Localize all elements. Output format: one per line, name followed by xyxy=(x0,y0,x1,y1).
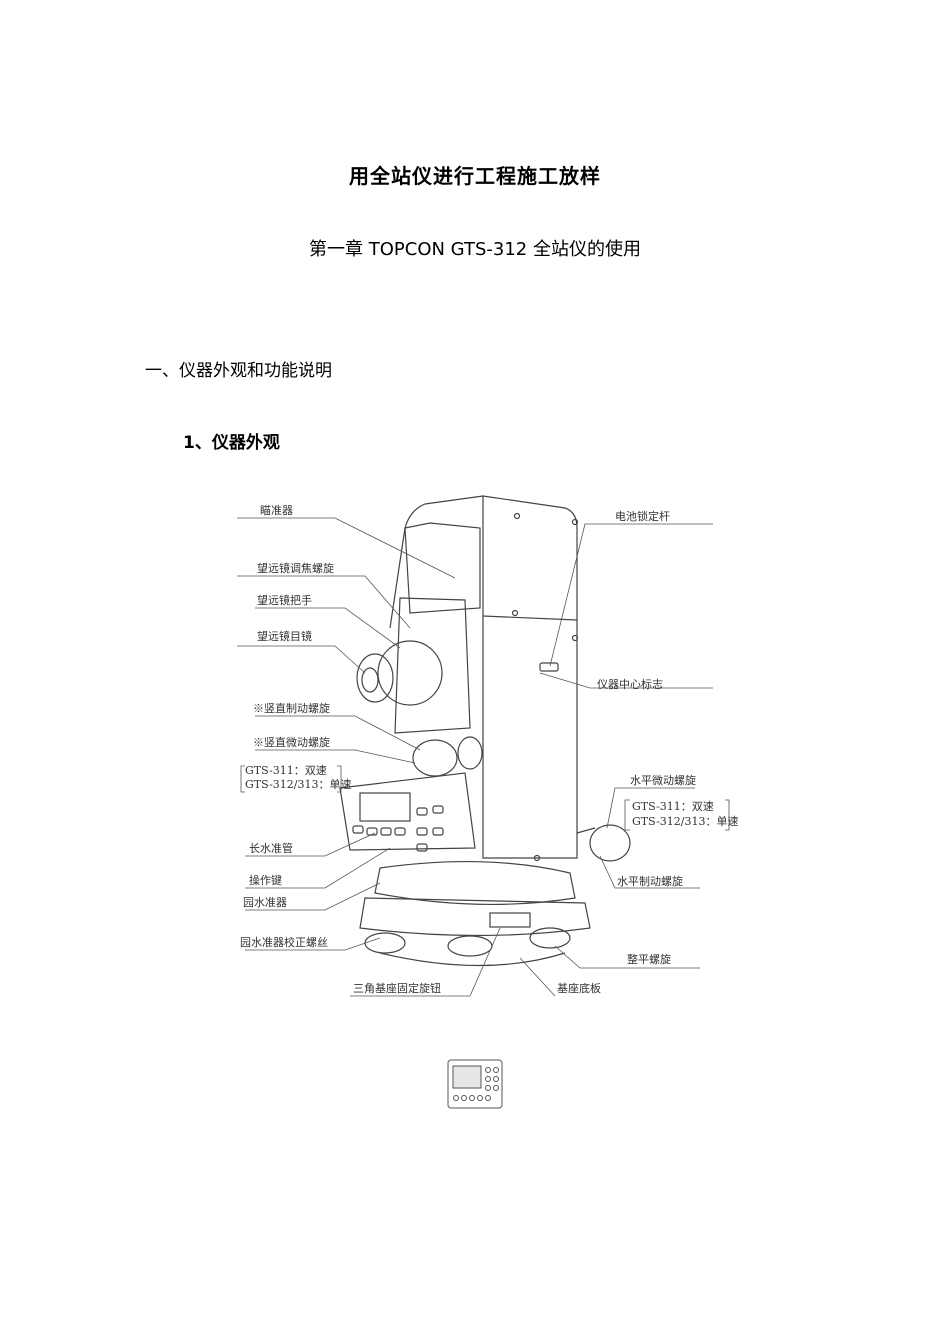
label-keys: 操作键 xyxy=(249,873,282,887)
body-right-standard xyxy=(482,495,578,859)
section-heading: 一、仪器外观和功能说明 xyxy=(145,361,332,381)
panel-keys xyxy=(352,805,444,852)
telescope-body xyxy=(394,597,471,734)
label-gts311-vertical: GTS-311：双速 xyxy=(245,764,327,777)
tribrach-lock xyxy=(489,912,531,928)
control-panel xyxy=(339,772,476,851)
label-horizontal-tangent: 水平微动螺旋 xyxy=(630,773,696,787)
leveling-screw-mid xyxy=(447,935,493,957)
leveling-screw-left xyxy=(364,932,406,954)
label-eyepiece: 望远镜目镜 xyxy=(257,629,312,643)
chapter-title: 第一章 TOPCON GTS-312 全站仪的使用 xyxy=(309,239,641,260)
base-plate xyxy=(379,952,566,967)
instrument-figure: 瞄准器 望远镜调焦螺旋 望远镜把手 望远镜目镜 ※竖直制动螺旋 ※竖直微动螺旋 … xyxy=(225,488,738,1008)
label-gts311-horizontal: GTS-311：双速 xyxy=(632,800,714,813)
label-leveling-screw: 整平螺旋 xyxy=(627,952,671,966)
instrument-drawing xyxy=(339,495,631,967)
label-center-mark: 仪器中心标志 xyxy=(597,677,663,691)
eyepiece xyxy=(356,653,394,703)
total-station-diagram: 瞄准器 望远镜调焦螺旋 望远镜把手 望远镜目镜 ※竖直制动螺旋 ※竖直微动螺旋 … xyxy=(237,495,738,997)
label-vertical-tangent: ※竖直微动螺旋 xyxy=(253,735,330,749)
label-focus-knob: 望远镜调焦螺旋 xyxy=(257,561,334,575)
subsection-heading: 1、仪器外观 xyxy=(183,433,280,453)
label-gts312-horizontal: GTS-312/313：单速 xyxy=(632,815,738,828)
leader-lines xyxy=(237,517,730,997)
label-gts312-vertical: GTS-312/313：单速 xyxy=(245,778,351,791)
battery-lock xyxy=(539,662,559,672)
lcd-screen xyxy=(359,792,411,822)
label-tribrach-lock: 三角基座固定旋钮 xyxy=(353,981,441,995)
eyepiece-inner xyxy=(361,667,379,693)
label-sight: 瞄准器 xyxy=(260,504,293,517)
leveling-screw-right xyxy=(529,927,571,949)
label-horizontal-clamp: 水平制动螺旋 xyxy=(617,874,683,888)
horizontal-knob xyxy=(589,824,631,862)
keyboard-panel-thumbnail xyxy=(446,1058,504,1110)
label-handle: 望远镜把手 xyxy=(257,593,312,607)
label-vertical-clamp: ※竖直制动螺旋 xyxy=(253,701,330,715)
telescope-barrel xyxy=(377,640,443,706)
vertical-knob xyxy=(412,739,458,777)
document-title: 用全站仪进行工程施工放样 xyxy=(349,164,601,188)
panel-thumbnail-drawing xyxy=(447,1059,503,1109)
base-ring xyxy=(374,860,576,905)
label-base-plate: 基座底板 xyxy=(557,981,601,995)
label-battery-lock: 电池锁定杆 xyxy=(615,509,670,523)
label-plate-level: 长水准管 xyxy=(249,841,293,855)
label-circular-level: 园水准器 xyxy=(243,896,287,909)
tribrach xyxy=(359,897,591,937)
label-circular-level-screw: 园水准器校正螺丝 xyxy=(240,935,328,949)
